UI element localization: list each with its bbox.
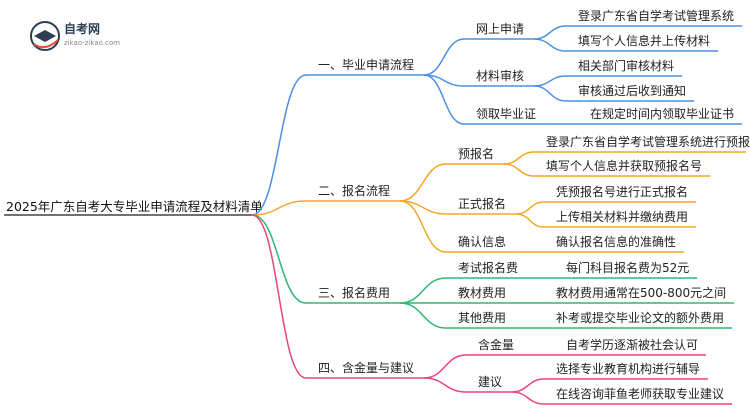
node-formal-registration: 正式报名 (458, 196, 506, 211)
logo-subtitle: zikao-zikao.com (64, 39, 120, 47)
connector-4-1 (423, 354, 467, 379)
leaf-3-3-1: 补考或提交毕业论文的额外费用 (556, 310, 724, 325)
node-material-review: 材料审核 (476, 68, 524, 83)
node-other-fee: 其他费用 (458, 311, 506, 325)
node-textbook-fee: 教材费用 (458, 285, 506, 300)
leaf-1-1-2: 填写个人信息并上传材料 (578, 33, 710, 48)
connector-1-1-2 (533, 38, 567, 52)
connector-root-branch-2 (251, 200, 307, 216)
branch-4-label: 四、含金量与建议 (318, 360, 414, 375)
branch-1-label: 一、毕业申请流程 (318, 57, 414, 72)
logo-swoosh-icon (33, 39, 59, 49)
connector-1-3 (423, 74, 465, 125)
branch-2-label: 二、报名流程 (318, 183, 390, 198)
connector-1-1 (423, 38, 465, 76)
graduation-cap-icon (34, 30, 56, 42)
connector-3-3 (399, 302, 447, 329)
node-get-diploma: 领取毕业证 (476, 107, 536, 121)
connector-root-branch-3 (251, 214, 307, 304)
leaf-4-2-1: 选择专业教育机构进行辅导 (556, 361, 700, 376)
leaf-2-3-1: 确认报名信息的准确性 (556, 234, 676, 249)
leaf-2-2-1: 凭预报名号进行正式报名 (556, 184, 688, 199)
connector-lines (251, 25, 746, 405)
root-node: 2025年广东自考大专毕业申请流程及材料清单 (4, 199, 263, 216)
leaf-1-2-1: 相关部门审核材料 (578, 58, 674, 73)
node-online-apply: 网上申请 (476, 22, 524, 36)
node-advice: 建议 (478, 375, 502, 389)
connector-2-3 (399, 200, 447, 253)
node-pre-registration: 预报名 (458, 146, 494, 161)
leaf-2-1-1: 登录广东省自学考试管理系统进行预报名 (546, 134, 750, 149)
connector-root-branch-1 (251, 74, 307, 216)
leaf-4-2-2: 在线咨询菲鱼老师获取专业建议 (556, 386, 724, 401)
connector-1-2-1 (534, 75, 567, 87)
connector-4-2-2 (511, 391, 545, 405)
connector-2-1 (399, 163, 447, 202)
logo-title: 自考网 (64, 21, 100, 36)
connector-3-1 (399, 277, 447, 304)
level2-nodes: 网上申请 材料审核 领取毕业证 预报名 正式报名 确认信息 考试报名费 教材费用… (458, 22, 536, 389)
site-logo: 自考网 zikao-zikao.com (30, 21, 120, 51)
leaf-3-1-1: 每门科目报名费为52元 (566, 260, 689, 275)
connector-root-branch-4 (251, 214, 307, 379)
leaf-3-2-1: 教材费用通常在500-800元之间 (556, 285, 726, 300)
connector-2-1-2 (503, 163, 535, 177)
connector-2-2-2 (515, 213, 545, 228)
node-exam-fee: 考试报名费 (458, 260, 518, 275)
connector-4-2-1 (511, 378, 545, 393)
leaf-4-1-1: 自考学历逐渐被社会认可 (566, 337, 698, 352)
node-value: 含金量 (478, 337, 514, 352)
leaf-2-2-2: 上传相关材料并缴纳费用 (556, 209, 688, 224)
root-label: 2025年广东自考大专毕业申请流程及材料清单 (6, 199, 263, 214)
node-confirm-info: 确认信息 (458, 234, 506, 249)
leaf-2-1-2: 填写个人信息并获取预报名号 (546, 158, 702, 173)
leaf-1-2-2: 审核通过后收到通知 (578, 83, 686, 98)
level3-leaves: 登录广东省自学考试管理系统 填写个人信息并上传材料 相关部门审核材料 审核通过后… (546, 8, 750, 401)
connector-2-2-1 (515, 201, 545, 215)
branch-3-label: 三、报名费用 (318, 285, 390, 300)
connector-1-2-2 (533, 85, 567, 102)
connector-4-2 (424, 377, 467, 393)
leaf-1-1-1: 登录广东省自学考试管理系统 (578, 8, 734, 23)
level1-branches: 一、毕业申请流程 二、报名流程 三、报名费用 四、含金量与建议 (318, 57, 414, 375)
leaf-1-3-1: 在规定时间内领取毕业证书 (590, 106, 734, 121)
connector-2-1-1 (503, 151, 535, 165)
connector-1-1-1 (533, 25, 567, 40)
logo-ring-icon (30, 21, 60, 51)
